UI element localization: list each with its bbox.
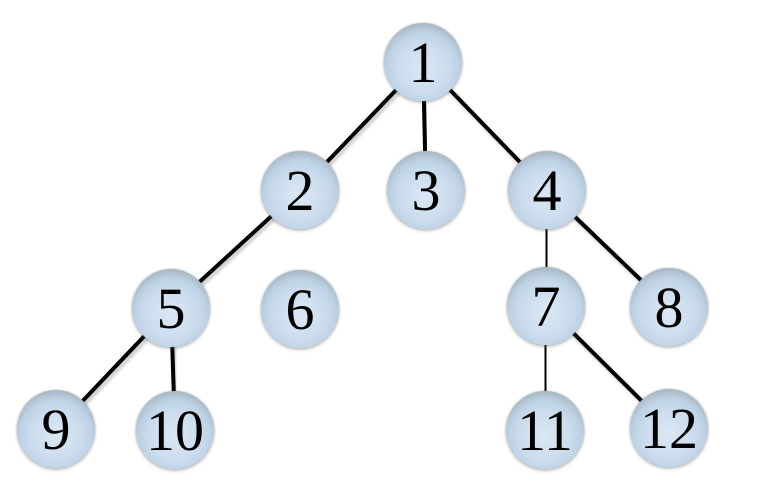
tree-node-10: 10 [136, 391, 214, 469]
tree-node-1: 1 [384, 23, 462, 101]
tree-node-label: 10 [146, 398, 204, 463]
tree-node-label: 7 [531, 274, 561, 339]
tree-node-8: 8 [630, 268, 708, 346]
tree-node-3: 3 [387, 151, 465, 229]
tree-node-label: 11 [517, 398, 573, 463]
tree-node-label: 12 [640, 396, 698, 461]
tree-node-11: 11 [506, 391, 584, 469]
tree-node-9: 9 [17, 390, 95, 468]
tree-node-label: 3 [411, 158, 441, 223]
tree-node-label: 2 [285, 158, 315, 223]
tree-node-6: 6 [261, 270, 339, 348]
tree-node-12: 12 [630, 389, 708, 467]
tree-node-label: 1 [408, 30, 438, 95]
tree-node-label: 5 [156, 276, 186, 341]
tree-node-7: 7 [507, 267, 585, 345]
tree-node-label: 4 [532, 158, 562, 223]
tree-node-label: 6 [285, 277, 315, 342]
tree-node-2: 2 [261, 151, 339, 229]
tree-node-5: 5 [132, 269, 210, 347]
tree-node-label: 8 [654, 275, 684, 340]
tree-node-4: 4 [508, 151, 586, 229]
tree-node-label: 9 [41, 397, 71, 462]
